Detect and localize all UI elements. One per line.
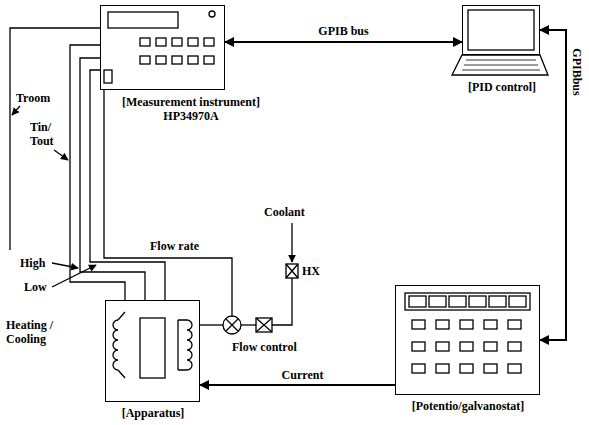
button [484, 320, 497, 329]
button [412, 364, 425, 373]
button [188, 38, 198, 46]
part-name: HX [302, 264, 320, 278]
signal-name: Low [24, 280, 47, 294]
valve-cross [256, 318, 272, 332]
button [188, 56, 198, 64]
apparatus-box: [Apparatus] [105, 300, 200, 402]
leader-arrow [12, 106, 20, 115]
display-cell [489, 296, 506, 307]
keyboard-rows [462, 60, 540, 70]
part-name: Coolant [264, 205, 305, 219]
button [484, 364, 497, 373]
coolant-pipe [200, 324, 223, 325]
coolant-inlet [291, 223, 292, 262]
bus-connector [540, 30, 566, 340]
button [460, 320, 473, 329]
flow-control-valve [256, 318, 272, 332]
button [508, 364, 521, 373]
button [460, 342, 473, 351]
coil-core [178, 320, 187, 370]
function-label: Heating / Cooling [6, 318, 94, 346]
node-label: [Apparatus] [122, 406, 185, 420]
button [508, 342, 521, 351]
display-cell [429, 296, 446, 307]
button [484, 342, 497, 351]
caption: [Measurement instrument]HP34970A [122, 95, 260, 123]
sample-cell [140, 318, 165, 378]
button [436, 320, 449, 329]
display-cell [509, 296, 526, 307]
display-panel [405, 293, 530, 310]
instrument-box: [Measurement instrument]HP34970A [100, 5, 225, 90]
signal-name: Tin/ Tout [30, 120, 64, 148]
node-label: [PID control] [468, 80, 536, 94]
caption: [PID control] [468, 80, 536, 94]
leader-arrow [52, 265, 96, 287]
button [204, 38, 214, 46]
button [412, 342, 425, 351]
node-label: HP34970A [122, 109, 260, 123]
bus-connector [200, 384, 395, 386]
part-name: Flow control [232, 340, 297, 354]
troom-wire [10, 28, 100, 250]
button [140, 56, 150, 64]
potentiostat-box: [Potentio/galvanostat] [395, 285, 540, 395]
button [436, 364, 449, 373]
computer-screen: [PID control] [462, 5, 540, 55]
button [436, 342, 449, 351]
indicator-led [209, 11, 215, 17]
edge-label: Current [280, 368, 326, 382]
leader-arrow [54, 150, 68, 160]
hx-cross [286, 264, 298, 278]
display-cell [449, 296, 466, 307]
heat-exchanger [286, 264, 298, 278]
button [508, 320, 521, 329]
button-group [140, 38, 214, 64]
signal-name: Flow rate [150, 239, 199, 253]
input-slot [104, 70, 112, 83]
display-cell [469, 296, 486, 307]
button [412, 320, 425, 329]
flow-meter-cross [226, 319, 238, 331]
button [156, 38, 166, 46]
edge-label: GPIBbus [570, 46, 584, 97]
bus-connector [225, 41, 462, 43]
leader-arrow [52, 263, 78, 268]
coolant-pipe [241, 324, 256, 325]
button [460, 364, 473, 373]
cooler-coil [187, 320, 192, 370]
laptop-base [452, 55, 548, 75]
coolant-pipe [272, 278, 292, 325]
button-group [412, 320, 521, 373]
node-label: [Measurement instrument] [122, 95, 260, 109]
button [204, 56, 214, 64]
heater-coil [113, 320, 118, 370]
button [172, 38, 182, 46]
coil-leads [118, 312, 125, 378]
laptop-screen [468, 10, 534, 50]
caption: [Apparatus] [122, 406, 185, 420]
node-label: [Potentio/galvanostat] [412, 399, 525, 413]
flow-meter [223, 316, 241, 334]
button [156, 56, 166, 64]
signal-name: Troom [16, 91, 50, 105]
edge-label: GPIB bus [316, 24, 370, 38]
display-cells [409, 296, 526, 307]
button [140, 38, 150, 46]
signal-name: High [20, 256, 45, 270]
display-cell [409, 296, 426, 307]
display-panel [108, 12, 178, 28]
button [172, 56, 182, 64]
caption: [Potentio/galvanostat] [412, 399, 525, 413]
